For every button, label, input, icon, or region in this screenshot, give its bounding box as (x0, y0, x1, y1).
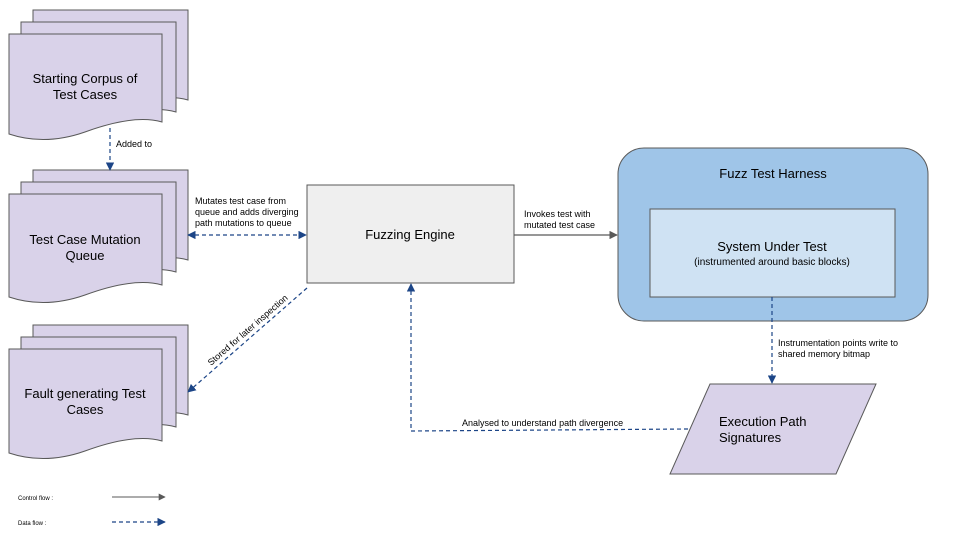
fuzz-harness-label: Fuzz Test Harness (719, 166, 827, 181)
fuzzing-engine-label: Fuzzing Engine (365, 227, 455, 242)
edge-mutates-label-line1: Mutates test case from (195, 196, 286, 206)
edge-invokes: Invokes test with mutated test case (514, 209, 618, 240)
signatures-label-line1: Execution Path (719, 414, 806, 429)
edge-stored: Stored for later inspection (187, 287, 308, 393)
edge-invokes-label-line1: Invokes test with (524, 209, 591, 219)
edge-mutates-label-line2: queue and adds diverging (195, 207, 299, 217)
mutation-queue-node: Test Case Mutation Queue (8, 169, 189, 304)
legend: Control flow : Data flow : (18, 493, 166, 527)
edge-added-to-label: Added to (116, 139, 152, 149)
sut-label: System Under Test (717, 239, 827, 254)
starting-corpus-label-line1: Starting Corpus of (33, 71, 138, 86)
edge-instrumentation-label-line2: shared memory bitmap (778, 349, 870, 359)
sut-sublabel: (instrumented around basic blocks) (694, 257, 850, 268)
edge-invokes-label-line2: mutated test case (524, 220, 595, 230)
signatures-label-line2: Signatures (719, 430, 782, 445)
execution-signatures-node: Execution Path Signatures (669, 383, 877, 475)
starting-corpus-label-line2: Test Cases (53, 87, 118, 102)
fuzz-harness-node: Fuzz Test Harness System Under Test (ins… (617, 147, 929, 322)
legend-data-flow-label: Data flow : (18, 521, 47, 527)
edge-analysed-label: Analysed to understand path divergence (462, 418, 623, 428)
edge-instrumentation-label-line1: Instrumentation points write to (778, 338, 898, 348)
mutation-queue-label-line1: Test Case Mutation (29, 232, 140, 247)
edge-mutates-label-line3: path mutations to queue (195, 218, 292, 228)
starting-corpus-node: Starting Corpus of Test Cases (8, 9, 189, 141)
legend-control-flow-label: Control flow : (18, 496, 53, 502)
fault-cases-label-line2: Cases (67, 402, 104, 417)
edge-mutates: Mutates test case from queue and adds di… (187, 196, 307, 240)
fault-cases-label-line1: Fault generating Test (24, 386, 146, 401)
edge-instrumentation: Instrumentation points write to shared m… (767, 297, 898, 384)
fault-cases-node: Fault generating Test Cases (8, 324, 189, 460)
mutation-queue-label-line2: Queue (65, 248, 104, 263)
edge-analysed: Analysed to understand path divergence (406, 283, 689, 432)
edge-stored-label: Stored for later inspection (206, 293, 290, 368)
system-under-test-node: System Under Test (instrumented around b… (649, 208, 896, 298)
edge-added-to: Added to (105, 128, 152, 171)
fuzzing-engine-node: Fuzzing Engine (306, 184, 515, 284)
